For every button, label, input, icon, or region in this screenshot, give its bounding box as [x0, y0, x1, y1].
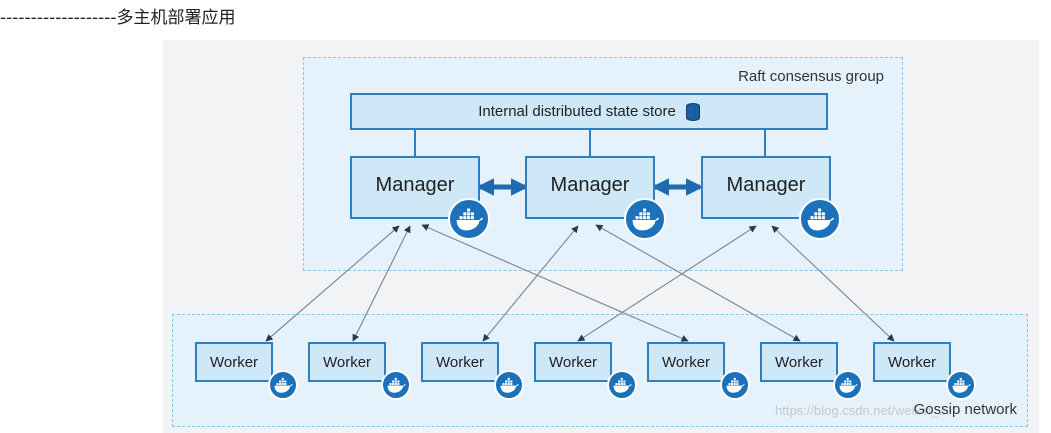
manager-label: Manager	[550, 174, 630, 196]
docker-whale-icon	[268, 370, 298, 400]
worker-node-1: Worker	[195, 342, 273, 382]
raft-group-label: Raft consensus group	[738, 68, 884, 85]
worker-node-3: Worker	[421, 342, 499, 382]
worker-connector-5	[595, 224, 801, 342]
state-store-box: Internal distributed state store	[350, 93, 828, 130]
whale-glyph	[952, 377, 971, 393]
worker-label: Worker	[661, 353, 711, 371]
worker-node-7: Worker	[873, 342, 951, 382]
worker-label: Worker	[435, 353, 485, 371]
worker-label: Worker	[887, 353, 937, 371]
whale-glyph	[500, 377, 519, 393]
worker-label: Worker	[774, 353, 824, 371]
worker-connector-4	[482, 225, 579, 342]
page-heading: -------------------多主机部署应用	[0, 8, 236, 28]
worker-connector-2	[352, 225, 411, 342]
watermark: https://blog.csdn.net/weixin_...	[775, 403, 950, 418]
whale-glyph	[613, 377, 632, 393]
whale-glyph	[387, 377, 406, 393]
database-icon	[685, 102, 700, 121]
worker-connector-7	[771, 225, 895, 342]
whale-glyph	[274, 377, 293, 393]
state-store-label: Internal distributed state store	[478, 103, 676, 120]
manager-label: Manager	[726, 174, 806, 196]
worker-connector-1	[265, 225, 400, 342]
whale-glyph	[839, 377, 858, 393]
docker-whale-icon	[448, 198, 490, 240]
worker-node-2: Worker	[308, 342, 386, 382]
docker-whale-icon	[381, 370, 411, 400]
worker-label: Worker	[548, 353, 598, 371]
worker-connector-3	[421, 224, 689, 342]
docker-whale-icon	[833, 370, 863, 400]
whale-glyph	[726, 377, 745, 393]
worker-connector-6	[577, 225, 757, 342]
whale-glyph	[632, 208, 660, 231]
worker-node-5: Worker	[647, 342, 725, 382]
worker-label: Worker	[209, 353, 259, 371]
docker-whale-icon	[799, 198, 841, 240]
docker-whale-icon	[946, 370, 976, 400]
worker-label: Worker	[322, 353, 372, 371]
worker-node-6: Worker	[760, 342, 838, 382]
gossip-network-label: Gossip network	[913, 401, 1017, 418]
manager-label: Manager	[375, 174, 455, 196]
docker-whale-icon	[607, 370, 637, 400]
whale-glyph	[807, 208, 835, 231]
docker-whale-icon	[494, 370, 524, 400]
whale-glyph	[456, 208, 484, 231]
worker-node-4: Worker	[534, 342, 612, 382]
docker-whale-icon	[720, 370, 750, 400]
docker-whale-icon	[624, 198, 666, 240]
